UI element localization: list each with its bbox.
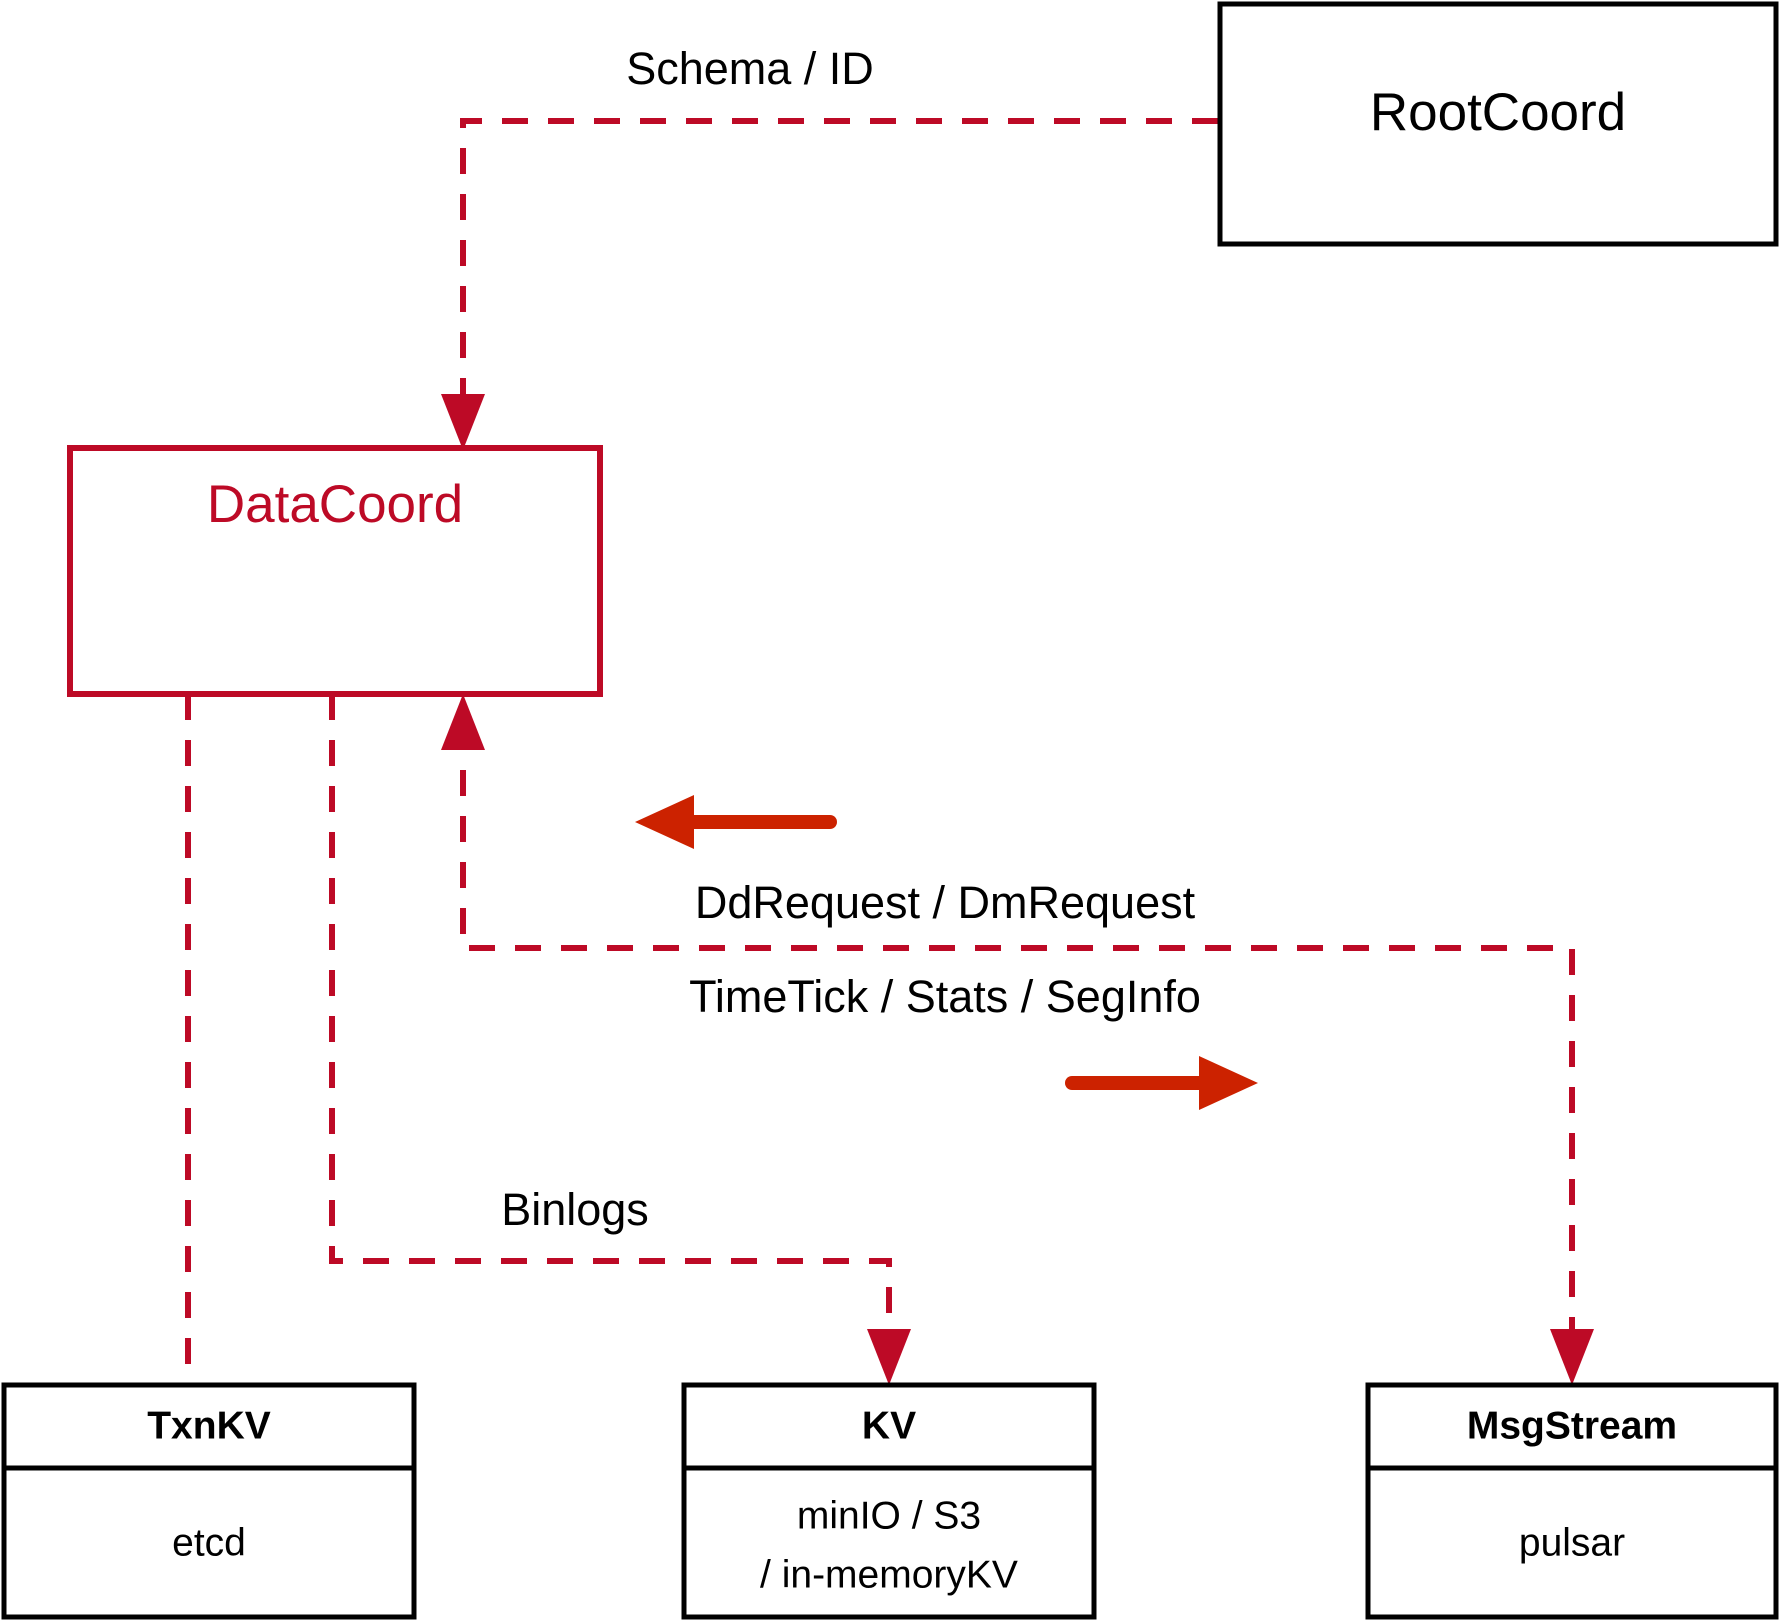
- node-datacoord-box[interactable]: [67, 445, 603, 697]
- edge-label-schema-id: Schema / ID: [626, 43, 874, 94]
- edge-rootcoord-to-datacoord: [460, 118, 1218, 420]
- node-msgstream-title: MsgStream: [1467, 1404, 1677, 1447]
- edge-datacoord-to-kv-binlogs: [329, 694, 892, 1355]
- node-txnkv-box[interactable]: [1, 1382, 417, 1620]
- edge-label-binlogs: Binlogs: [501, 1184, 649, 1235]
- node-datacoord-label: DataCoord: [207, 475, 463, 534]
- arrowhead-into-datacoord-icon: [441, 394, 485, 450]
- edge-datacoord-msgstream-channel: [460, 724, 1575, 1355]
- node-txnkv-title: TxnKV: [147, 1404, 271, 1447]
- edge-label-timetick-stats-seginfo: TimeTick / Stats / SegInfo: [689, 971, 1201, 1022]
- node-kv-subtitle-line2: / in-memoryKV: [760, 1553, 1018, 1596]
- node-rootcoord-label: RootCoord: [1370, 83, 1626, 142]
- node-kv-title: KV: [862, 1404, 916, 1447]
- edge-label-dd-dm-request: DdRequest / DmRequest: [695, 877, 1196, 928]
- node-kv-subtitle-line1: minIO / S3: [797, 1494, 981, 1537]
- node-msgstream-box[interactable]: [1365, 1382, 1779, 1620]
- flow-arrow-left-head-icon: [635, 795, 694, 849]
- node-txnkv-subtitle: etcd: [172, 1521, 246, 1564]
- arrowhead-into-datacoord-from-msgstream-icon: [441, 694, 485, 750]
- node-kv-box[interactable]: [681, 1382, 1097, 1620]
- arrowhead-into-kv-icon: [867, 1329, 911, 1385]
- flow-arrow-right-head-icon: [1199, 1056, 1258, 1110]
- node-msgstream-subtitle: pulsar: [1519, 1521, 1625, 1564]
- arrowhead-into-msgstream-icon: [1550, 1329, 1594, 1385]
- node-rootcoord-box[interactable]: [1217, 1, 1779, 247]
